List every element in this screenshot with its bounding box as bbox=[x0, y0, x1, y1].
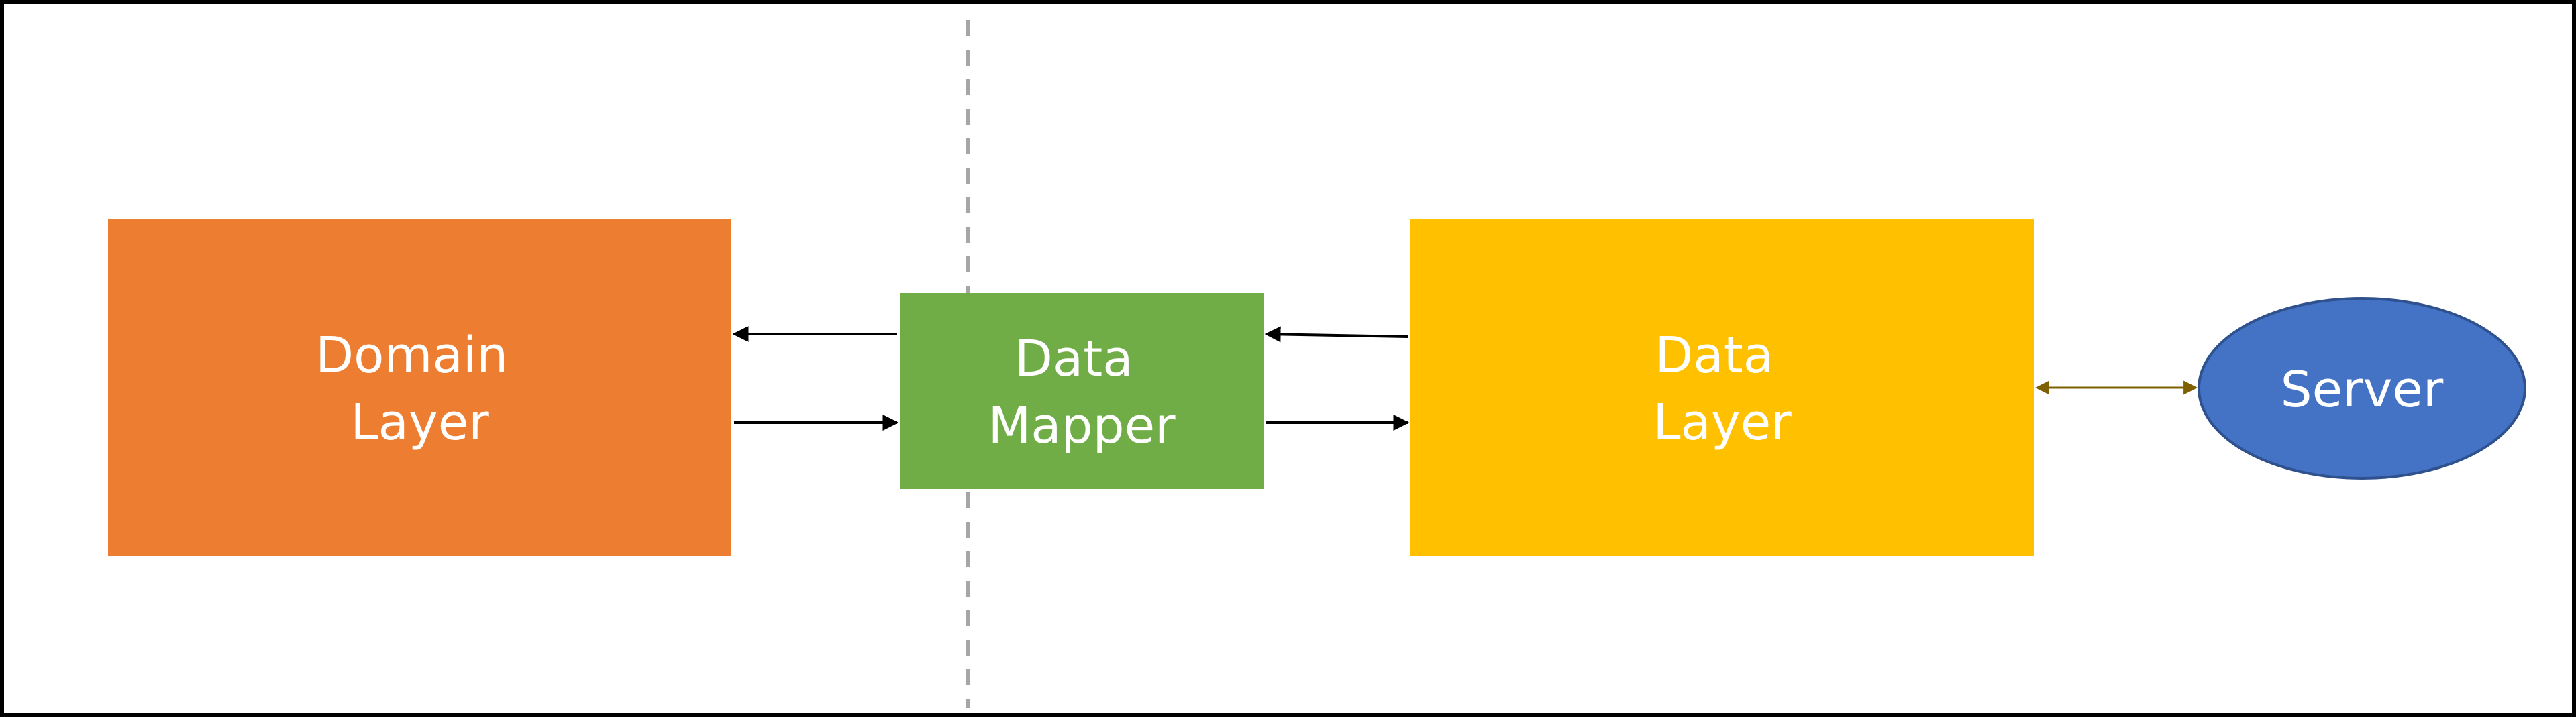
domain-layer-node: Domain Layer bbox=[108, 219, 731, 556]
data-layer-label-line-1: Data bbox=[1655, 327, 1773, 384]
server-ellipse bbox=[2198, 297, 2526, 480]
arrow-datalayer-to-mapper bbox=[1264, 326, 1408, 343]
domain-layer-box bbox=[108, 219, 731, 556]
data-layer-label: Data Layer bbox=[1653, 327, 1792, 451]
data-mapper-label: Data Mapper bbox=[988, 330, 1176, 455]
data-mapper-box bbox=[900, 293, 1264, 489]
server-label: Server bbox=[2281, 361, 2444, 419]
data-layer-label-line-2: Layer bbox=[1653, 394, 1792, 451]
data-layer-node: Data Layer bbox=[1410, 219, 2034, 556]
data-mapper-label-line-2: Mapper bbox=[988, 397, 1176, 455]
domain-layer-label-line-2: Layer bbox=[350, 394, 489, 451]
data-layer-box bbox=[1410, 219, 2034, 556]
domain-layer-label: Domain Layer bbox=[315, 327, 524, 451]
data-mapper-node: Data Mapper bbox=[900, 293, 1264, 489]
server-node: Server bbox=[2198, 297, 2526, 480]
data-mapper-label-line-1: Data bbox=[1015, 330, 1133, 388]
domain-layer-label-line-1: Domain bbox=[315, 327, 508, 384]
